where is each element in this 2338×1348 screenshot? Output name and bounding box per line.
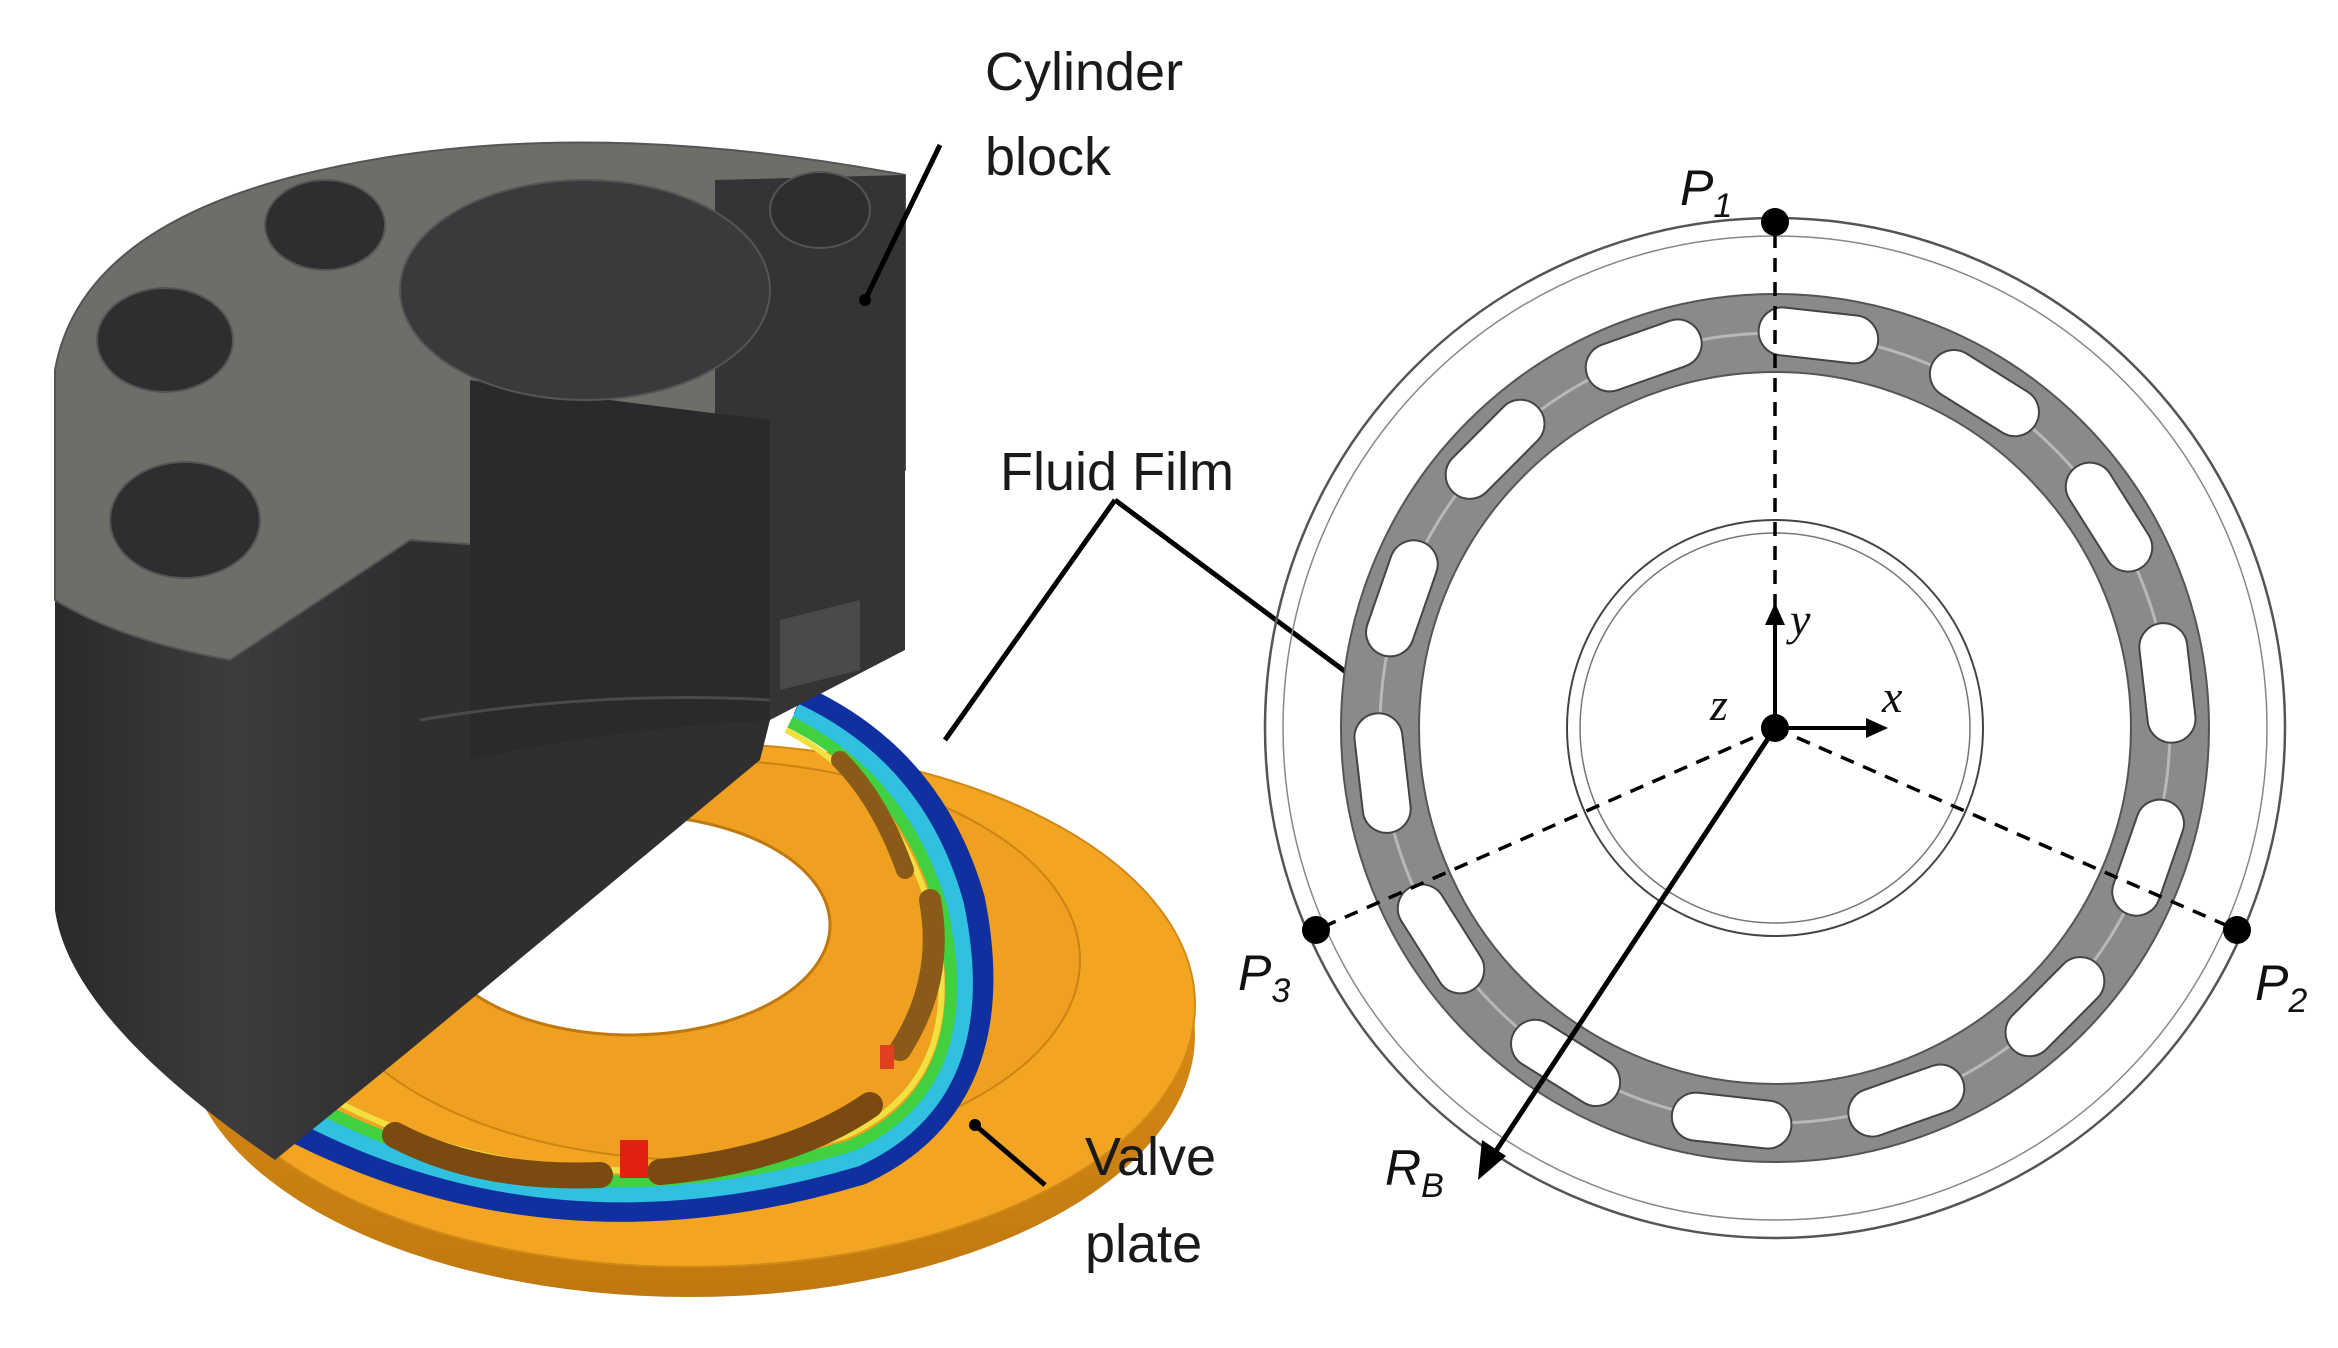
kidney-port — [1584, 318, 1703, 393]
label-fluid-film: Fluid Film — [1000, 442, 1234, 502]
kidney-port — [1444, 398, 1546, 500]
point-p3 — [1302, 916, 1330, 944]
label-cylinder-line1: Cylinder — [985, 42, 1183, 102]
leader-cylinder-block — [862, 143, 943, 302]
kidney-port — [1928, 348, 2040, 438]
kidney-port — [1396, 883, 1486, 995]
leader-cylinder-block-dot — [859, 294, 871, 306]
x-axis-head — [1866, 718, 1888, 738]
render-3d: Cylinder block Valve plate — [54, 42, 1216, 1297]
y-axis-head — [1765, 603, 1785, 625]
leader-fluid-film-left — [942, 498, 1118, 742]
leader-valve-plate-dot — [969, 1119, 981, 1131]
kidney-port — [1353, 712, 1412, 834]
rb-arrow-line — [1487, 726, 1778, 1162]
label-p3: P3 — [1238, 945, 1290, 1010]
leader-fluid-film-right — [1113, 497, 1372, 693]
rb-arrow-head — [1478, 1140, 1506, 1180]
point-p1 — [1761, 208, 1789, 236]
kidney-port — [1847, 1063, 1966, 1138]
leader-valve-plate — [973, 1123, 1047, 1187]
point-p2 — [2223, 916, 2251, 944]
dash-to-p2 — [1774, 726, 2238, 932]
label-p2: P2 — [2255, 955, 2307, 1020]
kidney-port — [2138, 622, 2197, 744]
inner-ring-outer — [1566, 519, 1984, 937]
label-rb: RB — [1385, 1140, 1444, 1205]
kidney-port — [1510, 1018, 1622, 1108]
kidney-port — [1670, 1091, 1793, 1150]
label-valve-line2: plate — [1085, 1214, 1202, 1274]
axis-label-z: z — [1709, 679, 1728, 730]
axis-label-x: x — [1881, 671, 1903, 722]
kidney-ports — [1353, 306, 2197, 1150]
band-inner-edge — [1418, 371, 2132, 1085]
kidney-port — [2064, 461, 2154, 573]
kidney-port — [2004, 956, 2106, 1058]
label-p1: P1 — [1680, 160, 1732, 225]
label-valve-line1: Valve — [1085, 1127, 1216, 1187]
kidney-port — [1365, 539, 1439, 658]
kidney-port — [1757, 306, 1880, 365]
cylinder-block — [54, 141, 906, 1160]
kidney-port — [2111, 798, 2185, 917]
label-cylinder-line2: block — [985, 127, 1112, 187]
fluid-film-render — [293, 686, 994, 1222]
origin-point — [1761, 714, 1789, 742]
schematic: P1 P2 P3 RB y x z — [1238, 160, 2307, 1240]
axis-label-y: y — [1786, 594, 1811, 645]
dash-to-p3 — [1315, 726, 1776, 932]
